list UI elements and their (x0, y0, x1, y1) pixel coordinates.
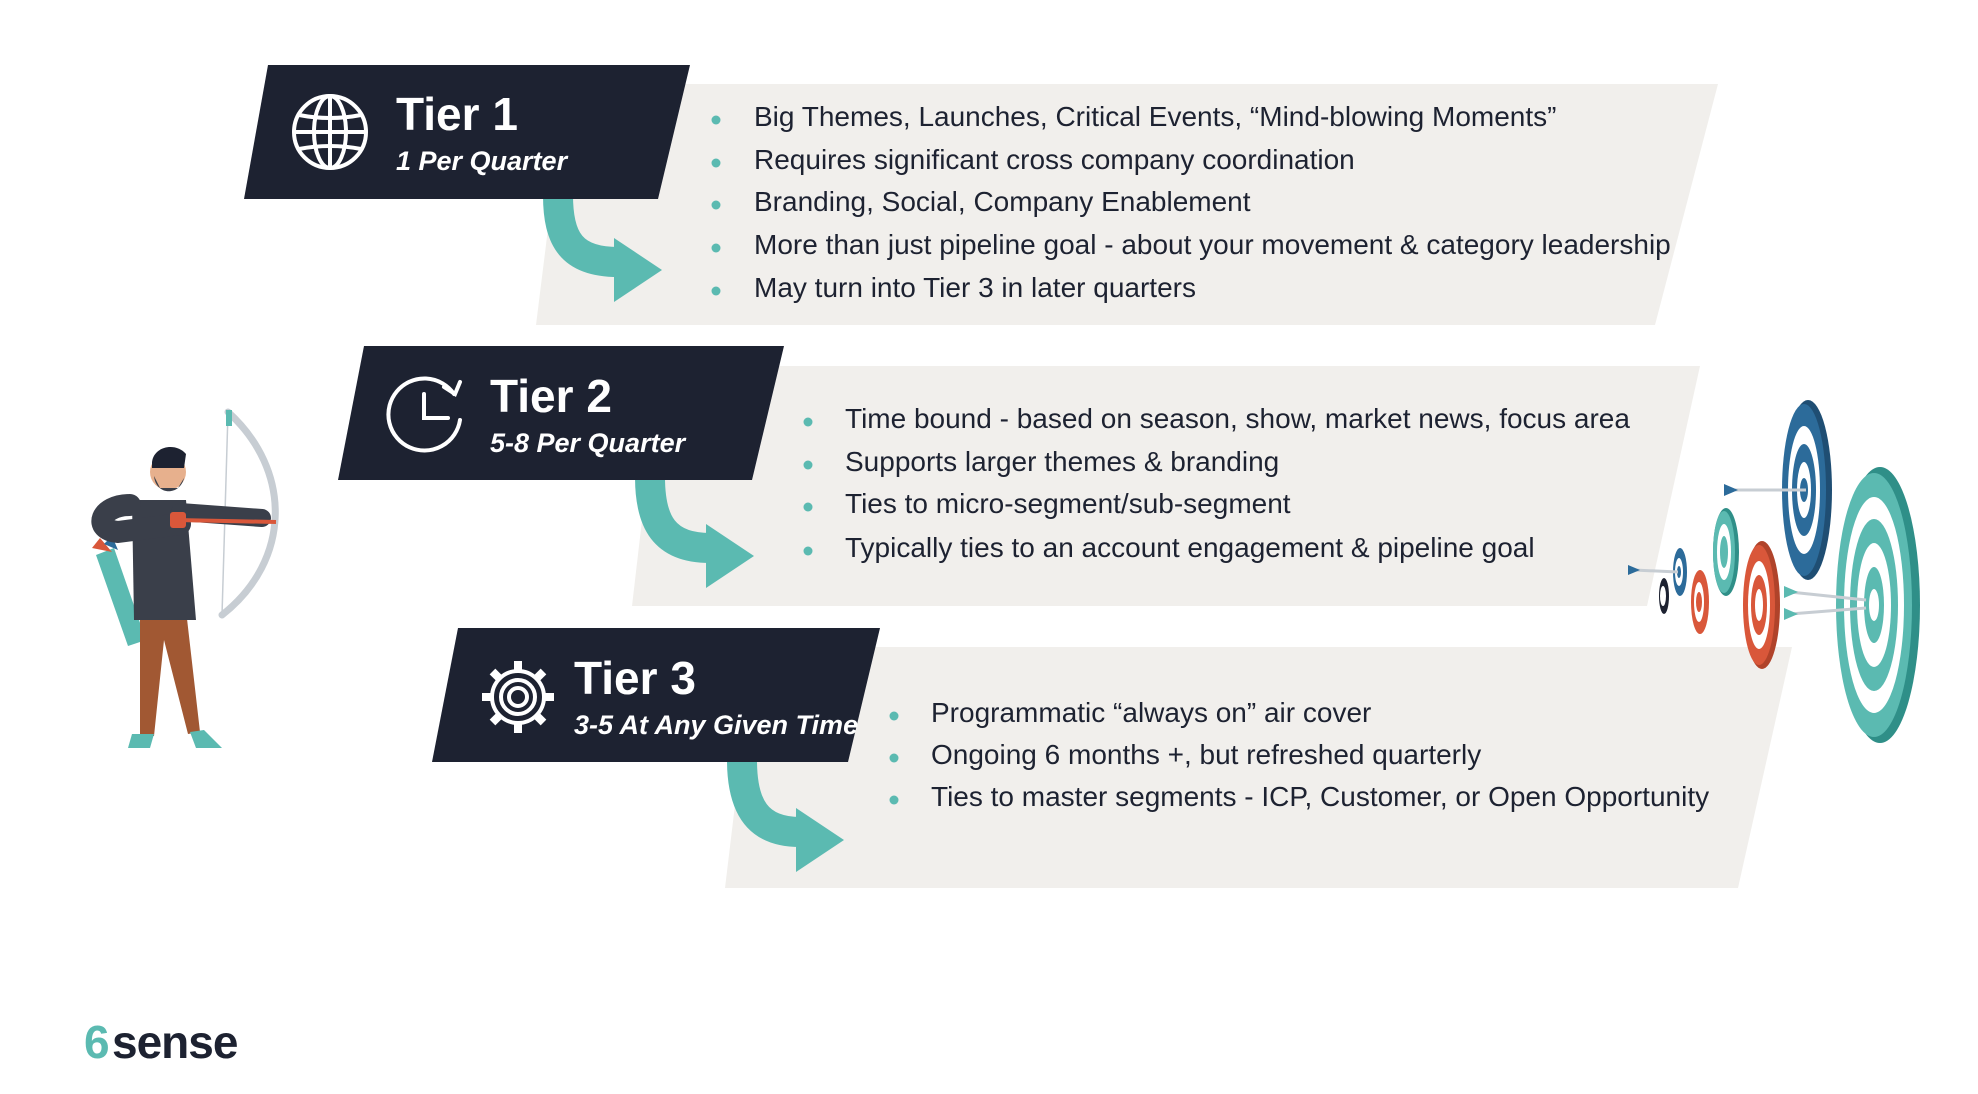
logo-text: sense (112, 1016, 238, 1068)
tier-3-panel (725, 647, 1792, 888)
target-large (1836, 467, 1920, 743)
clock-icon (386, 376, 462, 453)
tier-3-arrowhead (796, 808, 844, 872)
tier-3-label-box (432, 628, 880, 762)
logo-mark: 6 (84, 1016, 109, 1068)
bullet-dot (803, 417, 813, 427)
bow-tip (226, 410, 232, 426)
globe-icon (292, 94, 368, 170)
tier-3-arrow (727, 759, 801, 847)
bullet-dot (889, 795, 899, 805)
tier-2-bullets: Time bound - based on season, show, mark… (803, 403, 1630, 563)
tier-2-panel (632, 366, 1700, 606)
tier-2-subtitle: 5-8 Per Quarter (490, 428, 687, 458)
tier-1-panel (536, 84, 1718, 325)
archer-arm-front (171, 503, 271, 527)
target-arrows (1628, 484, 1867, 620)
target-tiny-blue (1673, 548, 1687, 596)
bullet-dot (711, 243, 721, 253)
quiver-feather (104, 536, 118, 550)
tier-3-title: Tier 3 (574, 652, 696, 704)
target-small-orange (1691, 570, 1709, 634)
tier-2-bullet-1: Time bound - based on season, show, mark… (845, 403, 1630, 434)
tier-3-group: Tier 3 3-5 At Any Given Time Programmati… (432, 628, 1792, 888)
target-tiny-dark (1659, 578, 1669, 614)
tier-2-group: Tier 2 5-8 Per Quarter Time bound - base… (338, 346, 1700, 606)
bullet-dot (711, 115, 721, 125)
tier-2-arrowhead (706, 524, 754, 588)
bullet-dot (711, 200, 721, 210)
tier-3-bullets: Programmatic “always on” air cover Ongoi… (889, 697, 1709, 812)
bullet-dot (711, 158, 721, 168)
tier-2-bullet-3: Ties to micro-segment/sub-segment (845, 488, 1291, 519)
quiver (96, 548, 146, 646)
tier-1-arrowhead (614, 238, 662, 302)
sixsense-logo: 6 sense (84, 1016, 239, 1068)
tier-1-title: Tier 1 (396, 88, 518, 140)
gear-icon (482, 661, 554, 733)
tier-1-subtitle: 1 Per Quarter (396, 146, 569, 176)
tier-2-label-box (338, 346, 784, 480)
target-orange (1743, 541, 1780, 669)
tier-1-bullet-2: Requires significant cross company coord… (754, 144, 1355, 175)
archer-hand (170, 512, 186, 528)
bullet-dot (803, 460, 813, 470)
tier-1-bullets: Big Themes, Launches, Critical Events, “… (711, 101, 1671, 303)
target-icon (1628, 400, 1920, 743)
tier-1-group: Tier 1 1 Per Quarter Big Themes, Launche… (244, 65, 1718, 325)
archer-hair (152, 447, 186, 468)
archer-arm-back (91, 494, 191, 544)
tier-1-bullet-1: Big Themes, Launches, Critical Events, “… (754, 101, 1556, 132)
nocked-arrow (175, 518, 277, 524)
tier-3-bullet-1: Programmatic “always on” air cover (931, 697, 1371, 728)
bullet-dot (889, 753, 899, 763)
archer-shoe (128, 734, 154, 748)
tier-1-bullet-5: May turn into Tier 3 in later quarters (754, 272, 1196, 303)
tier-3-bullet-2: Ongoing 6 months +, but refreshed quarte… (931, 739, 1481, 770)
tier-1-arrow (543, 194, 619, 277)
bullet-dot (803, 546, 813, 556)
archer-illustration (91, 408, 279, 748)
archer-shoe (190, 730, 222, 748)
tier-1-label-box (244, 65, 690, 199)
archer-legs (140, 610, 200, 736)
tier-3-subtitle: 3-5 At Any Given Time (574, 710, 858, 740)
tier-3-bullet-3: Ties to master segments - ICP, Customer,… (931, 781, 1709, 812)
bullet-dot (889, 711, 899, 721)
tier-2-title: Tier 2 (490, 370, 612, 422)
bow (218, 408, 279, 619)
tier-1-bullet-3: Branding, Social, Company Enablement (754, 186, 1251, 217)
quiver-feather (92, 538, 112, 552)
tier-2-arrow (635, 476, 711, 563)
tier-1-bullet-4: More than just pipeline goal - about you… (754, 229, 1671, 260)
bullet-dot (711, 286, 721, 296)
target-small-teal (1713, 508, 1739, 596)
tier-2-bullet-4: Typically ties to an account engagement … (845, 532, 1535, 563)
bullet-dot (803, 502, 813, 512)
tier-2-bullet-2: Supports larger themes & branding (845, 446, 1279, 477)
archer-beard (154, 476, 184, 492)
